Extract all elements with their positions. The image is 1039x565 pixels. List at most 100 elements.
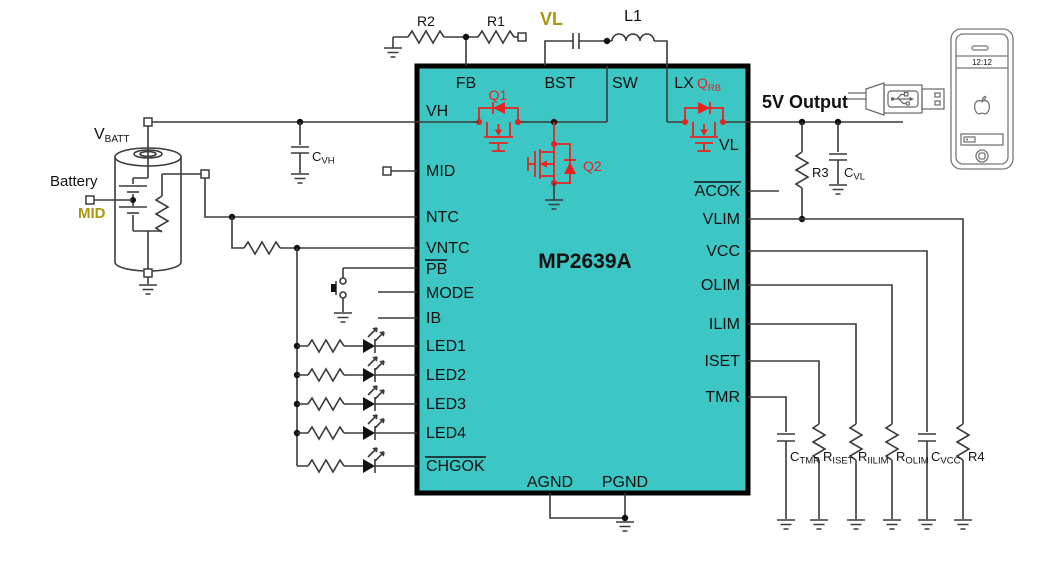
- vbatt-terminal-square: [143, 117, 153, 127]
- led2-resistor-icon: [307, 368, 345, 382]
- cvl-capacitor-icon: [829, 153, 847, 161]
- cvcc-label-main: C: [931, 449, 940, 464]
- pin-label-pgnd: PGND: [602, 474, 648, 491]
- terminal-square: [382, 166, 392, 176]
- qrb-label: QRB: [697, 75, 721, 94]
- led-icon: [363, 397, 375, 411]
- pin-label-led3: LED3: [426, 396, 466, 413]
- led1-resistor-icon: [307, 339, 345, 353]
- chgok-branch: [297, 447, 417, 473]
- pin-label-olim: OLIM: [701, 277, 740, 294]
- battery-gnd-terminal-square: [143, 268, 153, 278]
- l1-label: L1: [624, 8, 642, 25]
- pin-label-vcc: VCC: [706, 243, 740, 260]
- riilim-label-main: R: [858, 449, 867, 464]
- led-light-arrow-icon: [367, 327, 378, 338]
- phone-status-band: [956, 55, 1008, 69]
- cvh-label: CVH: [312, 149, 335, 167]
- ctmr-label-main: C: [790, 449, 799, 464]
- cvh-label-main: C: [312, 149, 321, 164]
- limit-setting-network: R4 CVCC ROLIM RIILIM RISET CTMR: [748, 218, 985, 530]
- cvl-label-sub: VL: [853, 172, 865, 183]
- ground-icon: [809, 519, 829, 530]
- resistor-r2-icon: [407, 30, 445, 44]
- pin-label-fb: FB: [456, 75, 476, 92]
- led-light-arrow-icon: [367, 414, 378, 425]
- ic-internal-wires: [518, 66, 748, 123]
- led-icon: [363, 426, 375, 440]
- rolim-label-sub: OLIM: [905, 456, 928, 467]
- ground-icon: [615, 521, 635, 532]
- phone-home-button-inner: [978, 152, 986, 160]
- vbatt-label-main: V: [94, 126, 105, 143]
- ic-part-number: MP2639A: [538, 250, 631, 273]
- pin-label-agnd: AGND: [527, 474, 573, 491]
- button-actuator: [331, 284, 336, 292]
- qrb-label-main: Q: [697, 75, 708, 91]
- ground-icon: [776, 519, 796, 530]
- ctmr-label: CTMR: [790, 449, 820, 467]
- battery-cells-icon: [119, 185, 147, 231]
- inductor-l1-icon: [611, 33, 655, 42]
- pin-label-mid: MID: [426, 163, 455, 180]
- junction-dot: [462, 33, 470, 41]
- led-light-arrow-icon: [374, 451, 385, 462]
- push-button[interactable]: [331, 267, 417, 323]
- led-light-arrow-icon: [374, 389, 385, 400]
- bst-inductor-network: L1: [544, 8, 668, 66]
- pin-label-vlim: VLIM: [703, 211, 740, 228]
- vbatt-net-label: VBATT: [94, 126, 130, 145]
- q2-mosfet-icon: [527, 122, 576, 200]
- qrb-mosfet-icon: [682, 102, 726, 152]
- led-icon: [363, 368, 375, 382]
- riset-label-sub: ISET: [832, 456, 853, 467]
- ground-reference: [549, 493, 635, 532]
- ground-icon: [383, 47, 403, 58]
- bst-capacitor-icon: [572, 33, 580, 49]
- cvl-label-main: C: [844, 165, 853, 180]
- ctmr-capacitor-icon: [777, 433, 795, 442]
- led-light-arrow-icon: [367, 447, 378, 458]
- junction-dot: [621, 514, 629, 522]
- led-light-arrow-icon: [374, 418, 385, 429]
- ground-icon: [828, 184, 848, 195]
- phone-home-button: [975, 149, 989, 163]
- q1-label: Q1: [489, 87, 508, 103]
- riset-label-main: R: [823, 449, 832, 464]
- q2-label: Q2: [583, 158, 602, 174]
- pin-label-lx: LX: [674, 75, 694, 92]
- ntc-divider-network: [204, 178, 417, 255]
- pin-label-ilim: ILIM: [709, 316, 740, 333]
- pin-label-vh: VH: [426, 103, 448, 120]
- usb-trident-icon: [890, 91, 914, 106]
- mid-pin-stub: [382, 166, 417, 176]
- led4-resistor-icon: [307, 426, 345, 440]
- ground-icon: [846, 519, 866, 530]
- pin-label-ntc: NTC: [426, 209, 459, 226]
- chgok-resistor-icon: [307, 459, 345, 473]
- cvcc-label-sub: VCC: [940, 456, 960, 467]
- feedback-network: R2 R1 VL: [383, 9, 563, 66]
- vh-input-network: CVH VBATT: [94, 117, 479, 184]
- ground-icon: [953, 519, 973, 530]
- pin-label-sw: SW: [612, 75, 639, 92]
- resistor-r3-icon: [795, 151, 809, 189]
- mid-net-label: MID: [78, 205, 106, 222]
- pin-label-bst: BST: [544, 75, 575, 92]
- ntc-terminal-square: [200, 169, 210, 179]
- pin-label-led2: LED2: [426, 367, 466, 384]
- led1-branch: [293, 327, 417, 353]
- pin-label-vl-internal: VL: [719, 137, 739, 154]
- phone-camera: [963, 136, 976, 143]
- cvcc-capacitor-icon: [918, 433, 936, 442]
- ground-icon: [138, 284, 158, 295]
- pin-label-led1: LED1: [426, 338, 466, 355]
- pin-label-vntc: VNTC: [426, 240, 470, 257]
- ground-icon: [882, 519, 902, 530]
- pin-label-acok: ACOK: [695, 183, 741, 200]
- thermistor-icon: [155, 195, 169, 233]
- r4-label: R4: [968, 449, 985, 464]
- output-net-label: 5V Output: [762, 92, 848, 112]
